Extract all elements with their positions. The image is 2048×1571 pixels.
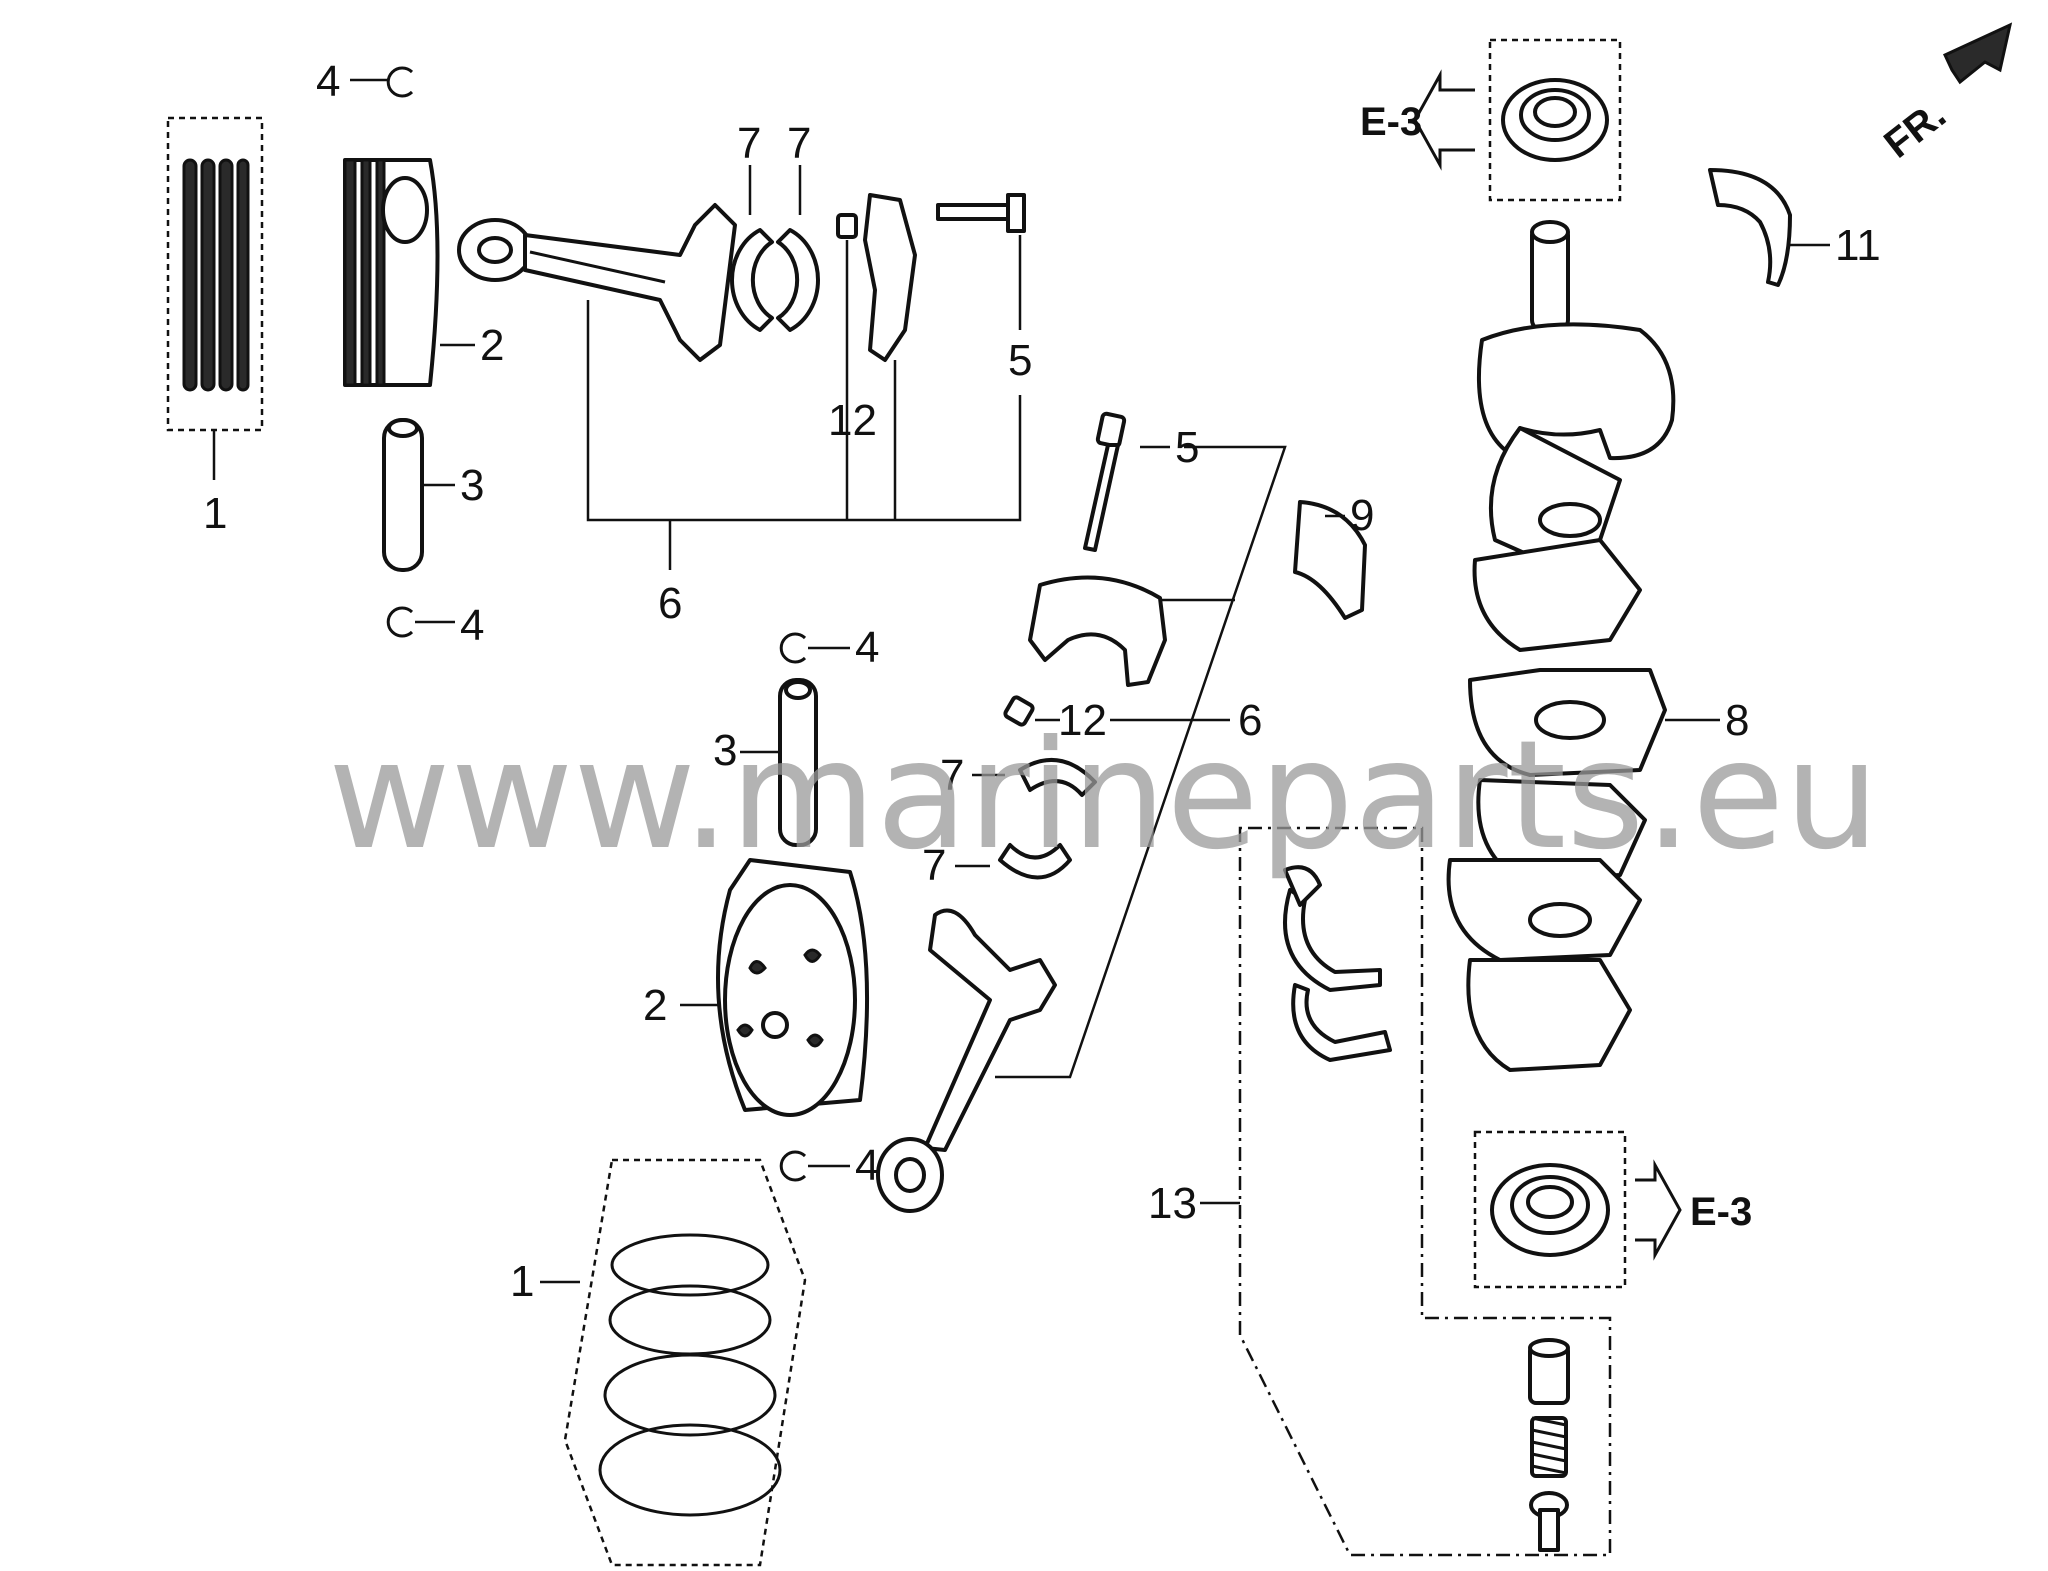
main-bearing-upper [1293,500,1367,620]
callout-bearing-top-a: 7 [737,119,761,168]
callout-rod-assembly-top: 6 [658,579,682,628]
crankshaft [1446,220,1720,1072]
dowel-pin-top [836,213,858,520]
connecting-rod-top [457,203,737,362]
callout-pin-top: 3 [460,461,484,510]
callout-rod-assembly-mid: 6 [1238,696,1262,745]
ring-set-top [166,116,264,480]
callout-dowel-mid: 12 [1058,696,1107,745]
callout-clip-top-a: 4 [316,57,340,106]
ring-set-low [540,1158,807,1567]
piston-mid [680,858,870,1117]
rod-cap-top [863,193,917,520]
piston-pin-top [382,418,455,572]
rod-bearing-top-b [776,165,820,332]
callout-clip-top-b: 4 [460,601,484,650]
dowel-pin-mid [1003,695,1230,727]
reference-seal-top: E-3 [1360,100,1422,144]
watermark: www.marineparts.eu [328,709,1880,883]
rod-assembly-top-bracket [586,300,1022,522]
reference-seal-bottom: E-3 [1690,1190,1752,1234]
callout-bolt-top: 5 [1008,336,1032,385]
rod-assembly-mid-bracket [995,445,1287,1079]
direction-label: FR. [1876,92,1954,166]
callout-clip-mid: 4 [855,623,879,672]
callout-bearing-main-upper: 9 [1350,491,1374,540]
callout-piston-mid: 2 [643,981,667,1030]
callout-bearing-mid-b: 7 [922,841,946,890]
seal-bottom [1473,1130,1627,1289]
main-bearing-shells [1283,865,1392,1062]
callout-dowel-top: 12 [828,396,877,445]
callout-piston-top: 2 [480,321,504,370]
piston-pin-mid [740,678,818,847]
callout-main-bearing-kit: 13 [1148,1179,1197,1228]
callout-bearing-top-b: 7 [787,119,811,168]
clip-mid [779,632,850,664]
clip-top-b [386,606,455,638]
callout-ring-set-top: 1 [203,489,227,538]
clip-low [779,1150,850,1182]
relief-valve-parts [1528,1338,1570,1552]
rod-bearing-mid-a [972,757,1097,797]
callout-ring-set-low: 1 [510,1257,534,1306]
rod-bolt-top [936,193,1026,330]
main-bearing-kit-bracket [1238,826,1612,1557]
rod-bearing-top-a [730,165,774,332]
seal-top [1488,38,1622,202]
rod-bolt-mid [1083,411,1170,552]
connecting-rod-mid [876,908,1057,1213]
rod-cap-mid [1028,575,1235,687]
thrust-washer [1708,168,1830,287]
clip-top-a [350,66,414,98]
arrow-e3-top [1413,69,1475,171]
callout-pin-mid: 3 [713,726,737,775]
direction-arrow [1943,22,2013,85]
callout-crankshaft: 8 [1725,696,1749,745]
callout-thrust-washer: 11 [1835,221,1881,270]
piston-top [343,158,475,387]
rod-bearing-mid-b [955,843,1072,880]
callout-bearing-mid-a: 7 [940,751,964,800]
callout-clip-low: 4 [855,1141,879,1190]
arrow-e3-bottom [1635,1159,1682,1261]
